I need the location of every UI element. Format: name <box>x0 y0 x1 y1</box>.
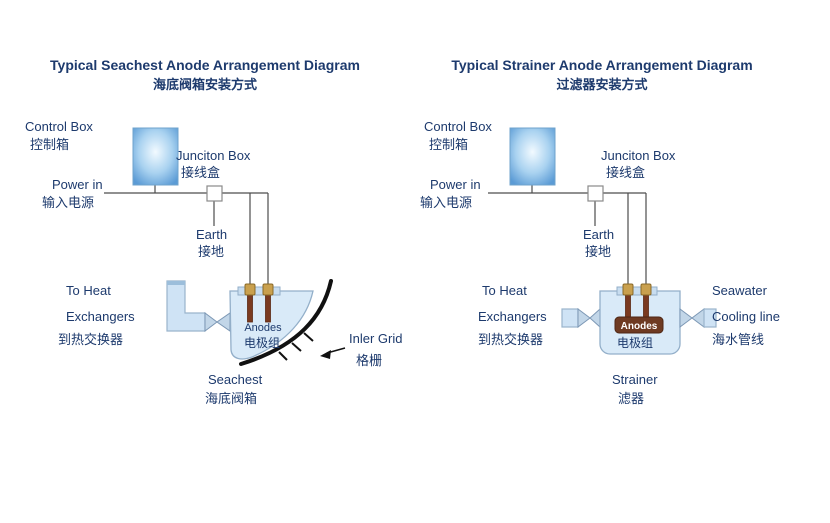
anodes-label: Anodes <box>244 322 282 334</box>
strainer-graphics <box>488 127 717 355</box>
earth-label-zh: 接地 <box>198 244 225 259</box>
seawater-label-1: Seawater <box>712 283 767 298</box>
heat-exchangers-label-zh: 到热交换器 <box>478 332 544 347</box>
inlet-grid-arrow <box>320 347 346 359</box>
heat-exchangers-label-2: Exchangers <box>478 309 547 324</box>
power-in-label-zh: 输入电源 <box>42 195 95 210</box>
anode-mounting-flange <box>237 286 281 296</box>
anode-cap <box>622 283 634 296</box>
junction-box <box>206 185 223 202</box>
power-in-label: Power in <box>430 177 481 192</box>
anodes-label: Anodes <box>620 321 658 332</box>
control-box <box>509 127 556 186</box>
strainer-title-zh: 过滤器安装方式 <box>556 77 648 92</box>
pipe-opening <box>167 281 185 285</box>
heat-exchangers-label-1: To Heat <box>482 283 527 298</box>
earth-label: Earth <box>583 227 615 242</box>
valve-icon <box>679 308 705 328</box>
strainer-label: Strainer <box>612 372 658 387</box>
anodes-badge <box>614 316 664 334</box>
anode-rod <box>265 293 271 323</box>
anodes-label-zh: 电极组 <box>617 336 654 350</box>
seawater-label-zh: 海水管线 <box>712 332 765 347</box>
heat-exchanger-pipe <box>561 308 579 328</box>
inlet-grid-ticks <box>278 332 314 361</box>
junction-box-label-zh: 接线盒 <box>181 165 221 180</box>
seawater-label-2: Cooling line <box>712 309 780 324</box>
power-in-label-zh: 输入电源 <box>420 195 473 210</box>
strainer-label-zh: 滤器 <box>618 391 645 406</box>
anodes <box>614 283 664 334</box>
control-box-label-zh: 控制箱 <box>30 137 70 152</box>
seachest-title-zh: 海底阀箱安装方式 <box>152 77 257 92</box>
inlet-grid-label-zh: 格栅 <box>356 353 383 368</box>
strainer-title-en: Typical Strainer Anode Arrangement Diagr… <box>451 57 753 73</box>
control-box <box>132 127 179 186</box>
control-box-label: Control Box <box>25 119 93 134</box>
junction-box-label: Junciton Box <box>601 148 676 163</box>
valve-icon <box>577 307 601 329</box>
seachest-label: Seachest <box>208 372 263 387</box>
hull-curve <box>239 279 333 366</box>
anode-cap <box>262 283 274 296</box>
seachest-label-zh: 海底阀箱 <box>205 391 258 406</box>
heat-exchangers-label-2: Exchangers <box>66 309 135 324</box>
control-box-label: Control Box <box>424 119 492 134</box>
control-box-label-zh: 控制箱 <box>429 137 469 152</box>
earth-label: Earth <box>196 227 228 242</box>
seachest-graphics <box>104 127 346 366</box>
seachest-title-en: Typical Seachest Anode Arrangement Diagr… <box>50 57 360 73</box>
heat-exchanger-pipe <box>166 280 206 332</box>
earth-label-zh: 接地 <box>585 244 612 259</box>
junction-box <box>587 185 604 202</box>
anode-rod <box>247 293 253 323</box>
strainer-wiring <box>488 185 647 286</box>
anode-mounting-flange <box>616 286 658 296</box>
anode-cap <box>244 283 256 296</box>
seachest-wiring <box>104 185 269 286</box>
heat-exchangers-label-1: To Heat <box>66 283 111 298</box>
power-in-label: Power in <box>52 177 103 192</box>
seawater-pipe <box>703 308 717 328</box>
anodes-label-zh: 电极组 <box>244 336 281 350</box>
anodes <box>244 283 274 323</box>
inlet-grid-label: Inler Grid <box>349 331 403 346</box>
heat-exchangers-label-zh: 到热交换器 <box>58 332 124 347</box>
valve-icon <box>204 312 231 332</box>
junction-box-label: Junciton Box <box>176 148 251 163</box>
anode-cap <box>640 283 652 296</box>
junction-box-label-zh: 接线盒 <box>606 165 646 180</box>
